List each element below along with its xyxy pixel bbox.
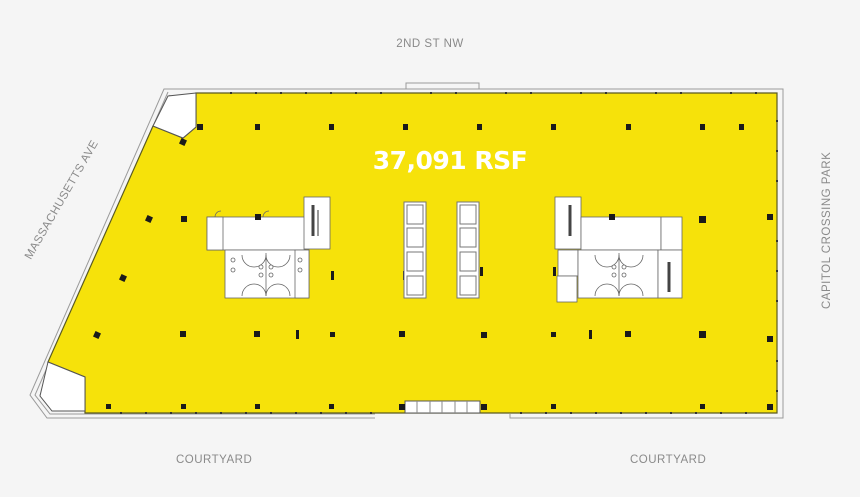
entrance-doors: [404, 400, 481, 414]
street-label-bottom-right: COURTYARD: [630, 454, 707, 466]
rentable-area-label: 37,091 RSF: [372, 146, 528, 175]
street-label-top: 2ND ST NW: [396, 38, 464, 50]
west-core: [206, 196, 331, 299]
structural-columns: [93, 124, 773, 410]
street-label-bottom-left: COURTYARD: [176, 454, 253, 466]
elevator-bank-west: [403, 201, 427, 299]
east-core: [554, 196, 683, 303]
mullion-ticks: [120, 92, 778, 414]
elevator-bank-east: [456, 201, 480, 299]
notch-bottom-left: [39, 361, 86, 412]
notch-top-left: [152, 92, 197, 139]
